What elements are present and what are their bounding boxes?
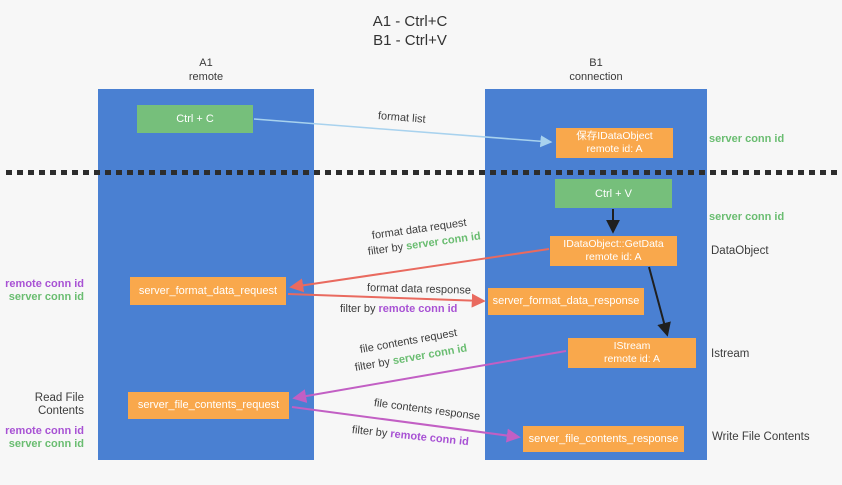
phase-separator-dotted-line <box>6 170 842 175</box>
label-filter-by-remote-conn-id-2: filter by remote conn id <box>351 424 469 448</box>
node-server-format-data-request: server_format_data_request <box>130 277 286 305</box>
label-server-conn-id-right-top: server conn id <box>709 133 785 145</box>
label-server-conn-id-right-mid: server conn id <box>709 211 785 223</box>
remote-conn-id-text: remote conn id <box>389 428 470 449</box>
node-server-file-contents-request: server_file_contents_request <box>128 392 289 419</box>
filter-by-text: filter by <box>353 355 391 374</box>
node-idataobject-getdata: IDataObject::GetData remote id: A <box>550 236 677 266</box>
node-save-idataobject: 保存IDataObject remote id: A <box>556 128 673 158</box>
label-format-data-response: format data response <box>366 282 472 297</box>
filter-by-text: filter by <box>340 303 376 315</box>
column-b1-role: connection <box>569 71 623 83</box>
label-remote-conn-id-left-1: remote conn id <box>5 278 84 290</box>
label-istream: Istream <box>711 348 750 360</box>
title-line-2: B1 - Ctrl+V <box>373 32 447 49</box>
spacer <box>0 418 84 425</box>
diagram-title: A1 - Ctrl+C B1 - Ctrl+V <box>0 12 820 50</box>
column-header-b1: B1 connection <box>485 56 707 84</box>
node-istream: IStream remote id: A <box>568 338 696 368</box>
left-conn-id-block-format: remote conn id server conn id <box>0 278 84 304</box>
node-server-format-data-response: server_format_data_response <box>488 288 644 315</box>
label-dataobject: DataObject <box>711 245 769 257</box>
column-a1-name: A1 <box>199 57 213 69</box>
column-b1-name: B1 <box>589 57 603 69</box>
title-line-1: A1 - Ctrl+C <box>372 13 448 30</box>
label-remote-conn-id-left-2: remote conn id <box>5 425 84 437</box>
filter-by-text: filter by <box>367 241 404 258</box>
label-filter-by-remote-conn-id-1: filter by remote conn id <box>340 303 457 315</box>
column-header-a1: A1 remote <box>98 56 314 84</box>
remote-conn-id-text: remote conn id <box>378 303 458 315</box>
label-server-conn-id-left-1: server conn id <box>8 291 84 303</box>
node-ctrl-c: Ctrl + C <box>137 105 253 133</box>
label-server-conn-id-left-2: server conn id <box>8 438 84 450</box>
column-a1-role: remote <box>188 71 224 83</box>
label-write-file-contents: Write File Contents <box>712 431 810 443</box>
node-ctrl-v: Ctrl + V <box>555 179 672 208</box>
node-server-file-contents-response: server_file_contents_response <box>523 426 684 452</box>
filter-by-text: filter by <box>351 424 388 440</box>
label-read-file-contents: Read File Contents <box>34 392 84 417</box>
label-file-contents-response: file contents response <box>373 397 481 423</box>
label-format-list: format list <box>377 110 427 126</box>
left-conn-id-block-file: Read File Contents remote conn id server… <box>0 392 84 451</box>
